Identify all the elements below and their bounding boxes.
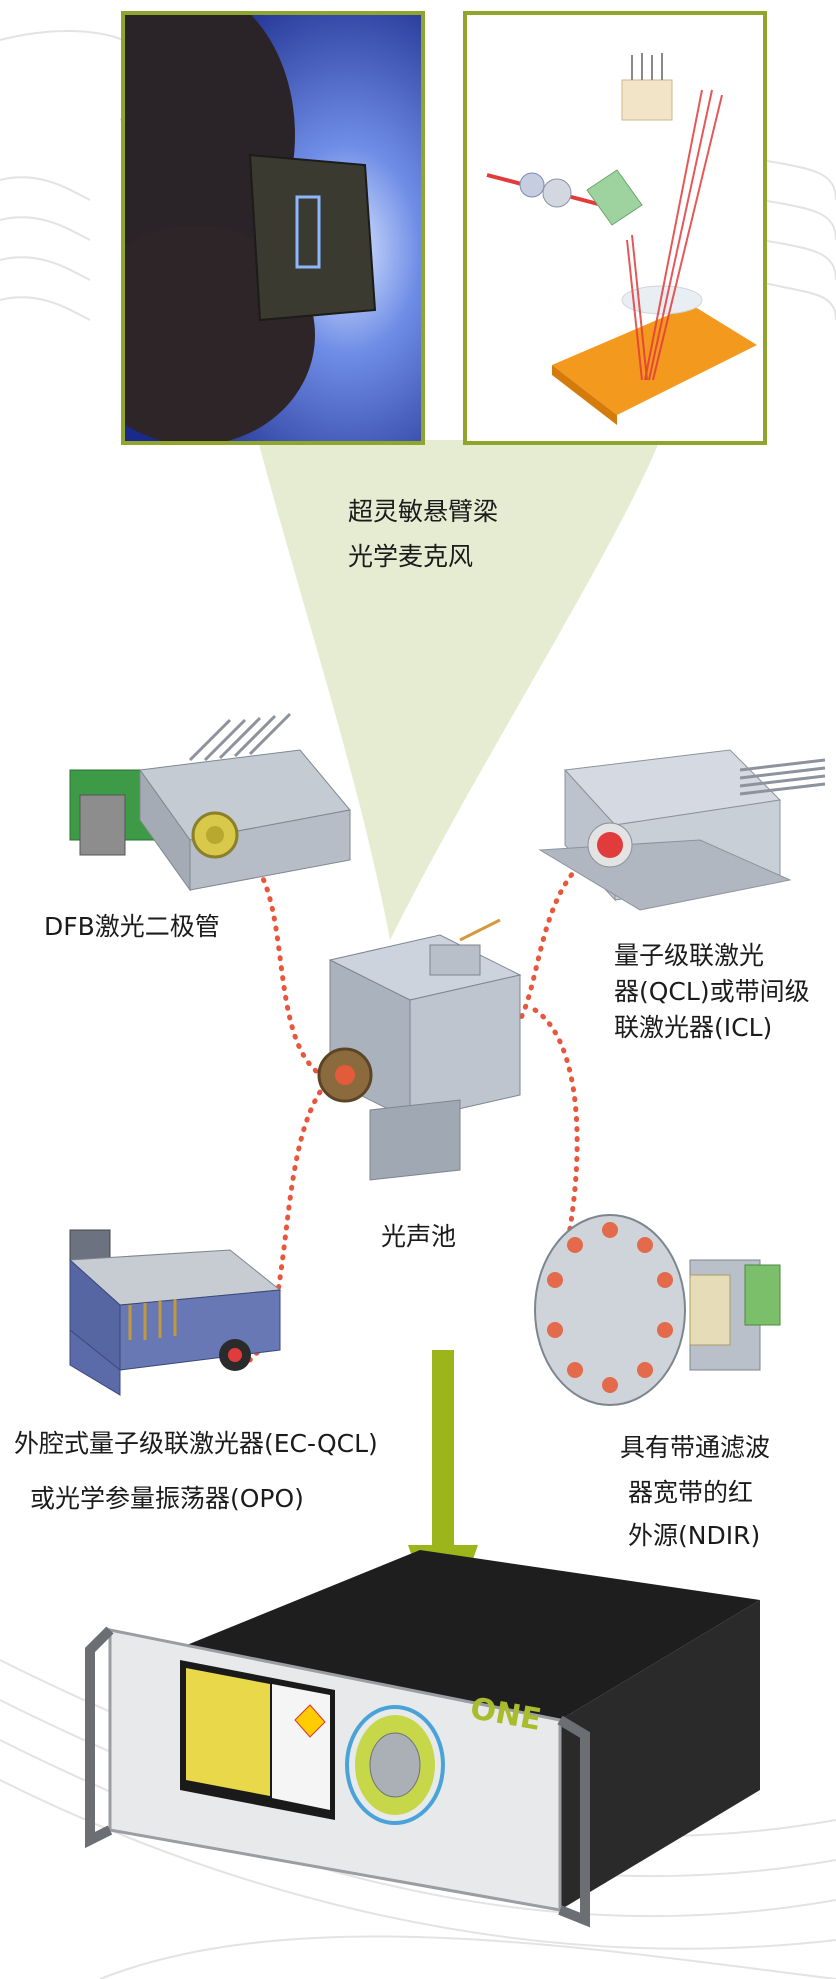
optical-readout-art [467,15,763,441]
optical-readout-photo [463,11,767,445]
qcl-label-line3: 联激光器(ICL) [614,1013,773,1042]
cantilever-photo-art [125,15,421,441]
qcl-label-line1: 量子级联激光 [614,941,765,970]
dfb-label: DFB激光二极管 [44,912,220,941]
cantilever-photo [121,11,425,445]
ndir-label-line3: 外源(NDIR) [628,1521,761,1550]
qcl-label-line2: 器(QCL)或带间级 [614,977,810,1006]
ndir-label-line2: 器宽带的红 [628,1478,754,1507]
microphone-label-line1: 超灵敏悬臂梁 [348,497,499,526]
ndir-label-line1: 具有带通滤波 [620,1433,771,1462]
ecqcl-label-line1: 外腔式量子级联激光器(EC-QCL) [14,1429,378,1458]
ecqcl-laser-module [68,1229,282,1396]
photoacoustic-cell [317,918,522,1181]
analyzer-instrument [85,1550,760,1928]
microphone-label-line2: 光学麦克风 [348,542,474,571]
dfb-laser-module [69,712,351,892]
ecqcl-label-line2: 或光学参量振荡器(OPO) [30,1484,304,1513]
cell-label: 光声池 [381,1222,457,1251]
qcl-laser-module [538,749,826,911]
ndir-source-module [534,1214,781,1406]
